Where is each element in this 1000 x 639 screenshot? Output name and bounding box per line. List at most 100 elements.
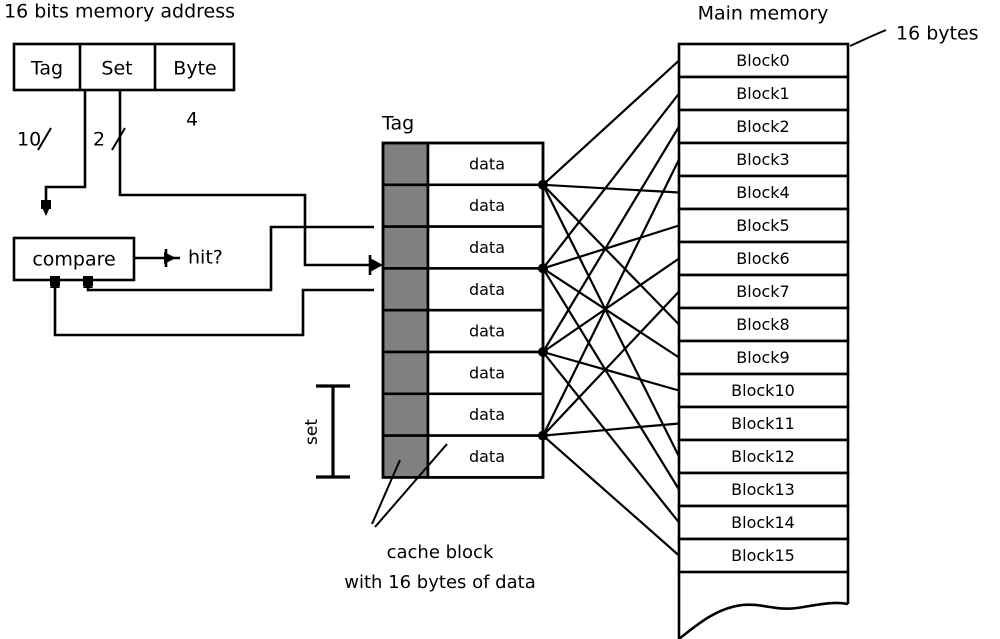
caption-line-1: cache block <box>387 542 494 563</box>
cache-tag-cell <box>381 392 430 437</box>
cache-row: data <box>381 141 545 187</box>
memory-block-label: Block13 <box>731 480 795 499</box>
memory-block-label: Block15 <box>731 546 795 565</box>
memory-block <box>677 306 850 343</box>
memory-block-label: Block1 <box>736 84 789 103</box>
compare-label: compare <box>32 249 115 271</box>
compare-box: compare <box>12 236 136 282</box>
cache-array-outline <box>381 141 545 479</box>
memory-block-label: Block6 <box>736 249 789 268</box>
memory-block-label: Block8 <box>736 315 789 334</box>
cache-data-cell <box>426 350 545 396</box>
memory-block <box>677 75 850 112</box>
cache-row: data <box>381 350 545 396</box>
memory-block-label: Block14 <box>731 513 795 532</box>
cache-data-label: data <box>469 363 505 382</box>
memory-block <box>677 537 850 574</box>
wire-set-to-cache <box>118 90 374 267</box>
conn-set3-block15 <box>542 434 680 557</box>
address-box: Tag Set Byte <box>12 42 236 92</box>
bits-slash-set <box>111 127 126 151</box>
cache-row: data <box>381 225 545 270</box>
cache-tag-cell <box>381 308 430 354</box>
memory-block-label: Block10 <box>731 381 795 400</box>
memory-block-label: Block4 <box>736 183 789 202</box>
memory-continuation <box>677 572 850 639</box>
memory-array: Block0 Block1 Block2 Block3 Block4 Block… <box>677 42 850 639</box>
conn-set3-block3 <box>542 159 680 437</box>
memory-block <box>677 339 850 376</box>
conn-set1-block5 <box>542 224 680 270</box>
address-field-byte: Byte <box>173 58 216 80</box>
cache-data-cell <box>426 434 545 479</box>
conn-set1-block1 <box>542 92 680 270</box>
arrowhead-into-compare-left <box>50 277 60 288</box>
cache-tag-cell <box>381 225 430 270</box>
wire-cache-tag-lower-to-compare <box>53 281 374 337</box>
cache-row: data <box>381 267 545 312</box>
caption-line-2: with 16 bytes of data <box>344 572 535 593</box>
cache-row: data <box>381 308 545 354</box>
cache-data-label: data <box>469 196 505 215</box>
block-size-label: 16 bytes <box>896 23 979 45</box>
memory-block <box>677 240 850 277</box>
memory-block <box>677 108 850 145</box>
cache-row: data <box>381 434 545 479</box>
wire-tag-junction <box>41 200 51 209</box>
conn-set2-block2 <box>542 125 680 353</box>
bits-label-set: 2 <box>93 129 105 151</box>
leader-to-tag-cell <box>371 459 401 525</box>
set-bracket-label: set <box>302 419 322 445</box>
set0-hub <box>538 179 548 190</box>
arrowhead-set-into-cache <box>370 258 383 272</box>
cache-block-caption: cache block with 16 bytes of data <box>344 443 536 593</box>
cache-tag-cell <box>381 183 430 228</box>
cache-data-label: data <box>469 322 505 341</box>
address-box-outline <box>12 42 236 92</box>
set2-hub <box>538 347 548 357</box>
cache-data-label: data <box>469 405 505 424</box>
conn-set2-block6 <box>542 257 680 353</box>
cache-data-cell <box>426 392 545 437</box>
memory-block <box>677 273 850 310</box>
bits-label-byte: 4 <box>186 109 198 131</box>
set-to-memory-connections <box>538 59 680 557</box>
conn-set0-block12 <box>542 184 680 457</box>
set1-hub <box>538 263 548 274</box>
address-title: 16 bits memory address <box>4 1 235 23</box>
arrowhead-into-compare-right <box>83 277 93 288</box>
set3-hub <box>538 430 548 441</box>
set-bracket: set <box>302 384 350 479</box>
bits-slash-tag <box>37 127 52 151</box>
memory-block <box>677 504 850 541</box>
memory-block <box>677 471 850 508</box>
cache-data-label: data <box>469 447 505 466</box>
conn-set2-block10 <box>542 350 680 392</box>
leader-to-data-cell <box>374 443 448 528</box>
memory-torn-edge <box>678 601 849 639</box>
cache-tag-cell <box>381 267 430 312</box>
cache-array: data data data data data <box>381 141 545 479</box>
address-field-set: Set <box>101 58 132 80</box>
conn-set3-block11 <box>542 422 680 437</box>
conn-set1-block9 <box>542 267 680 359</box>
memory-block-label: Block0 <box>736 51 789 70</box>
cache-tag-cell <box>381 434 430 479</box>
conn-set0-block4 <box>542 183 680 194</box>
conn-set0-block8 <box>542 184 680 326</box>
memory-block-label: Block2 <box>736 117 789 136</box>
memory-block <box>677 42 850 79</box>
memory-block-label: Block9 <box>736 348 789 367</box>
conn-set3-block7 <box>542 290 680 437</box>
cache-data-label: data <box>469 280 505 299</box>
memory-block-label: Block7 <box>736 282 789 301</box>
memory-title: Main memory <box>698 3 829 25</box>
memory-block-label: Block5 <box>736 216 789 235</box>
conn-set1-block13 <box>542 267 680 491</box>
hit-label: hit? <box>188 247 223 269</box>
cache-tag-cell <box>381 141 430 187</box>
block-size-annotation: 16 bytes <box>849 23 979 47</box>
wire-tag-to-compare <box>44 90 87 208</box>
